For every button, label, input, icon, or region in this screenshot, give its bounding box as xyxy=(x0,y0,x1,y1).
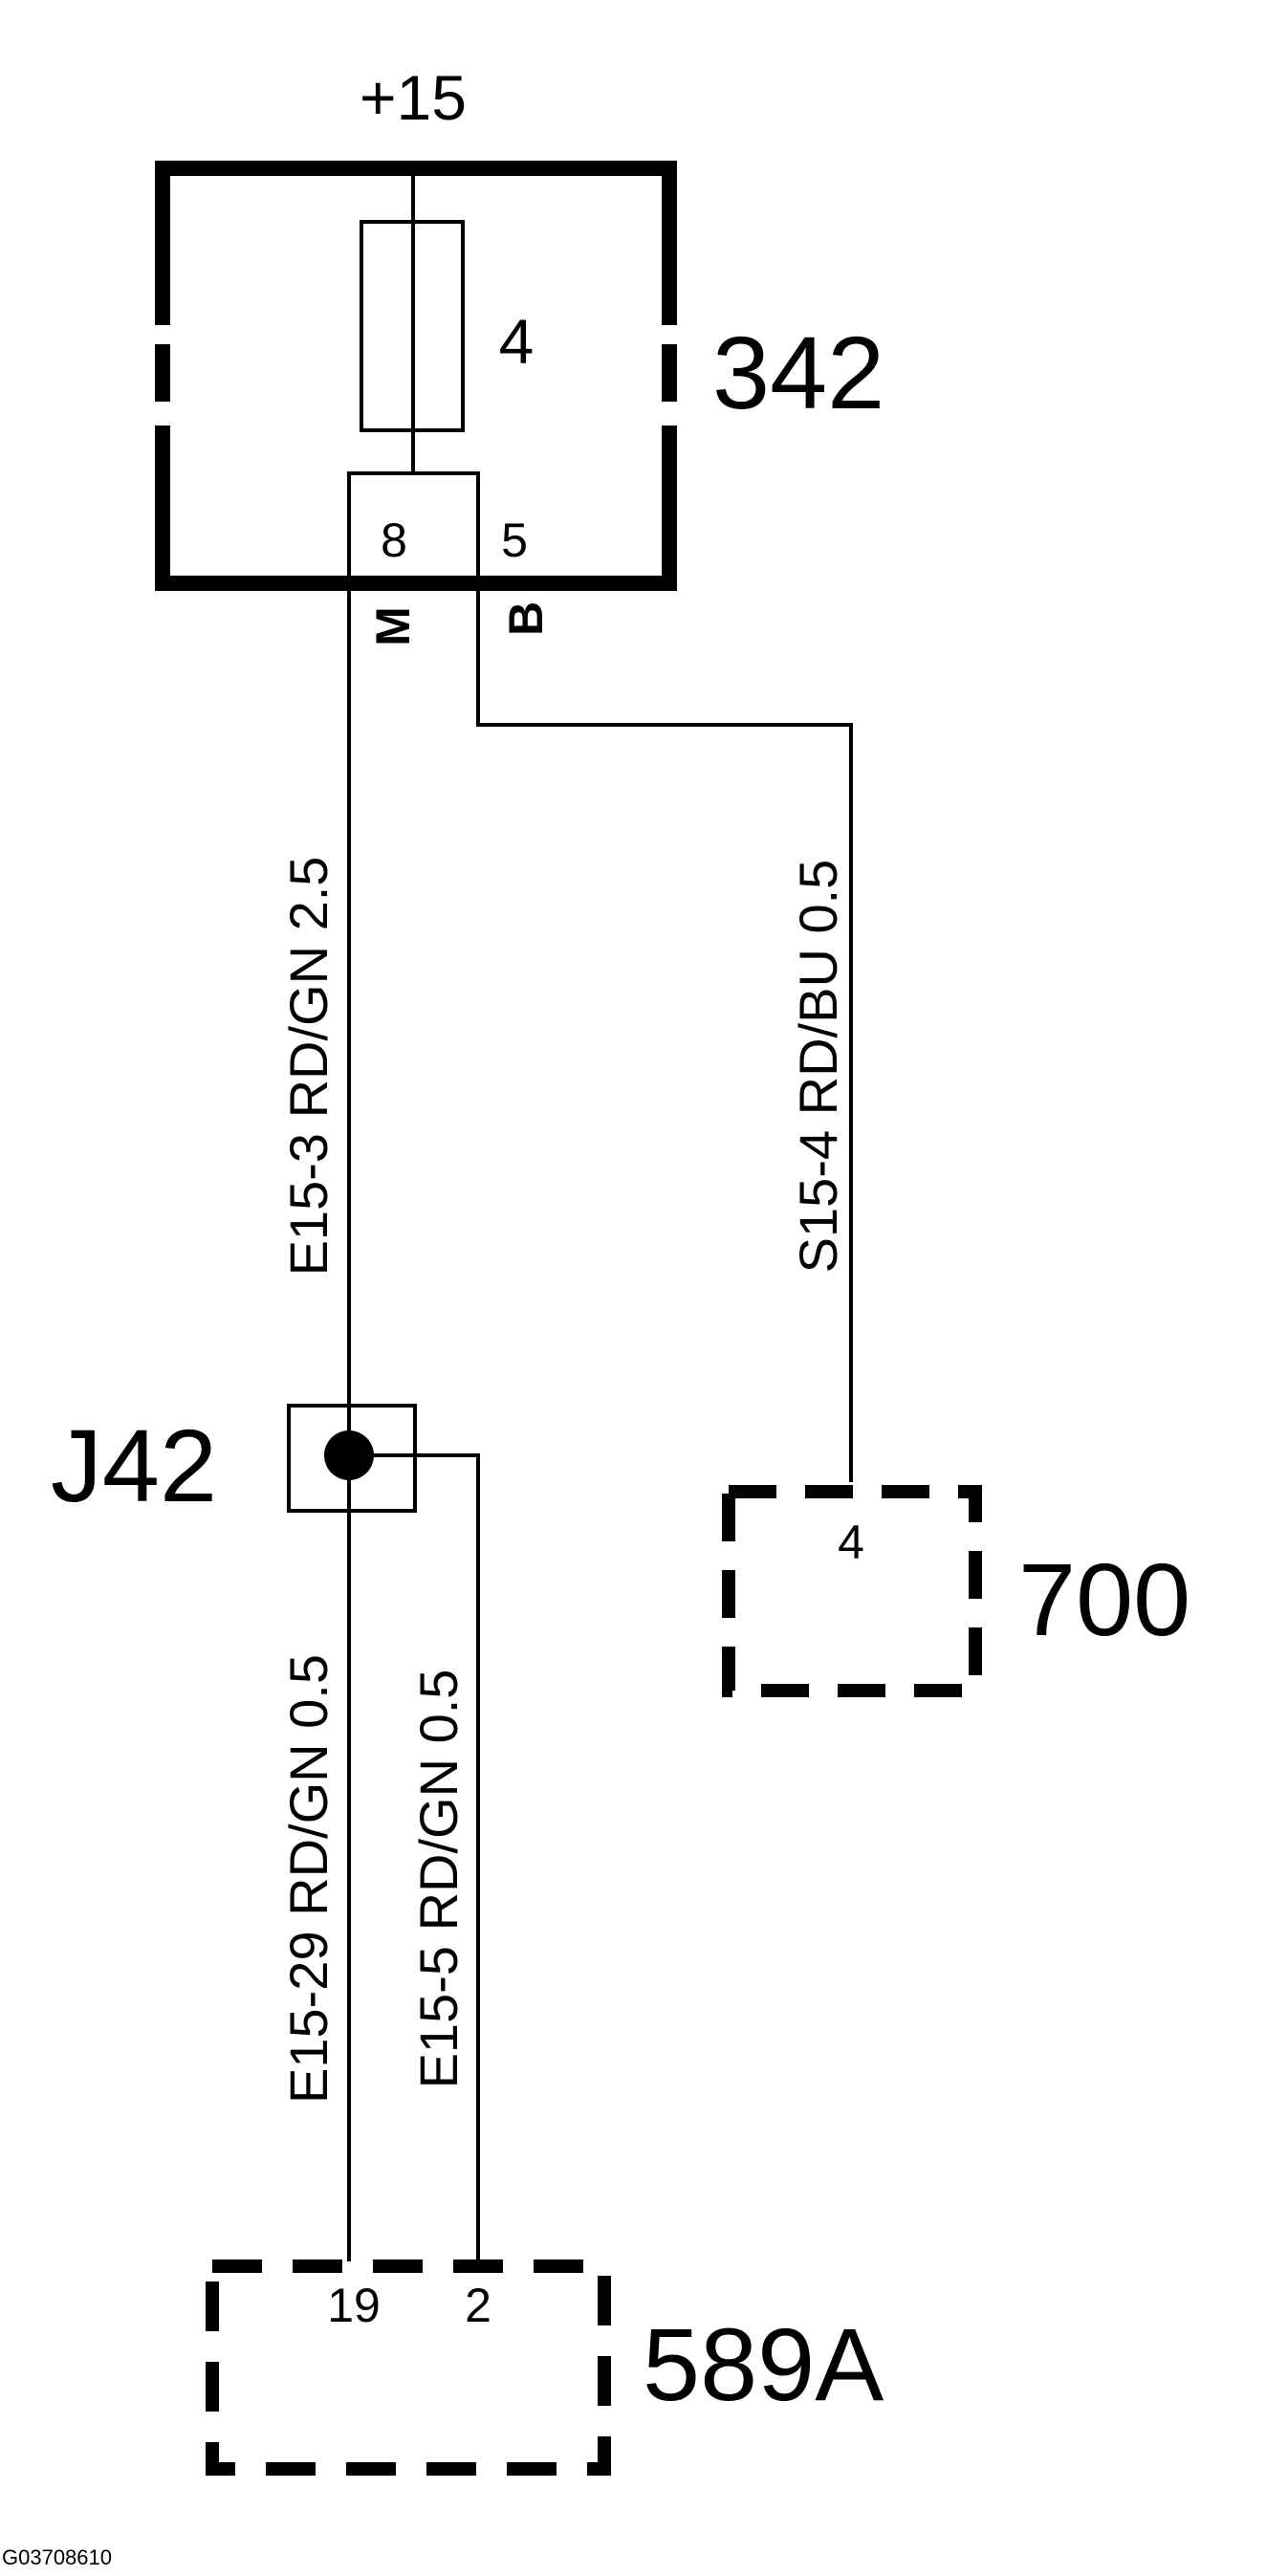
pin-label-8: 8 xyxy=(381,513,407,567)
fuse-box-342 xyxy=(155,161,677,591)
connector-589a-id: 589A xyxy=(643,2306,884,2422)
pin-label-5: 5 xyxy=(501,513,528,567)
connector-700-id: 700 xyxy=(1018,1541,1190,1657)
wire-e15-5 xyxy=(349,1453,480,2261)
pin-letter-m: M xyxy=(366,606,420,646)
wire-label-e15-29: E15-29 RD/GN 0.5 xyxy=(278,1654,338,2104)
pin-bracket xyxy=(347,471,480,579)
connector-589a xyxy=(206,2259,611,2476)
wire-s15-4 xyxy=(476,579,853,1482)
connector-700 xyxy=(722,1485,982,1697)
pin-letter-b: B xyxy=(499,601,553,636)
wire-label-e15-3: E15-3 RD/GN 2.5 xyxy=(278,857,338,1277)
junction-id: J42 xyxy=(51,1408,217,1523)
connector-589a-pin-19: 19 xyxy=(327,2279,381,2332)
figure-code: G03708610 xyxy=(2,2545,112,2569)
supply-label: +15 xyxy=(360,62,467,133)
fuse-box-id: 342 xyxy=(712,315,884,430)
connector-700-pin: 4 xyxy=(838,1516,864,1569)
wire-label-e15-5: E15-5 RD/GN 0.5 xyxy=(408,1670,469,2089)
wire-label-s15-4: S15-4 RD/BU 0.5 xyxy=(788,860,848,1274)
fuse-number: 4 xyxy=(499,306,535,377)
connector-589a-pin-2: 2 xyxy=(465,2279,491,2332)
junction-box xyxy=(287,1404,417,1513)
